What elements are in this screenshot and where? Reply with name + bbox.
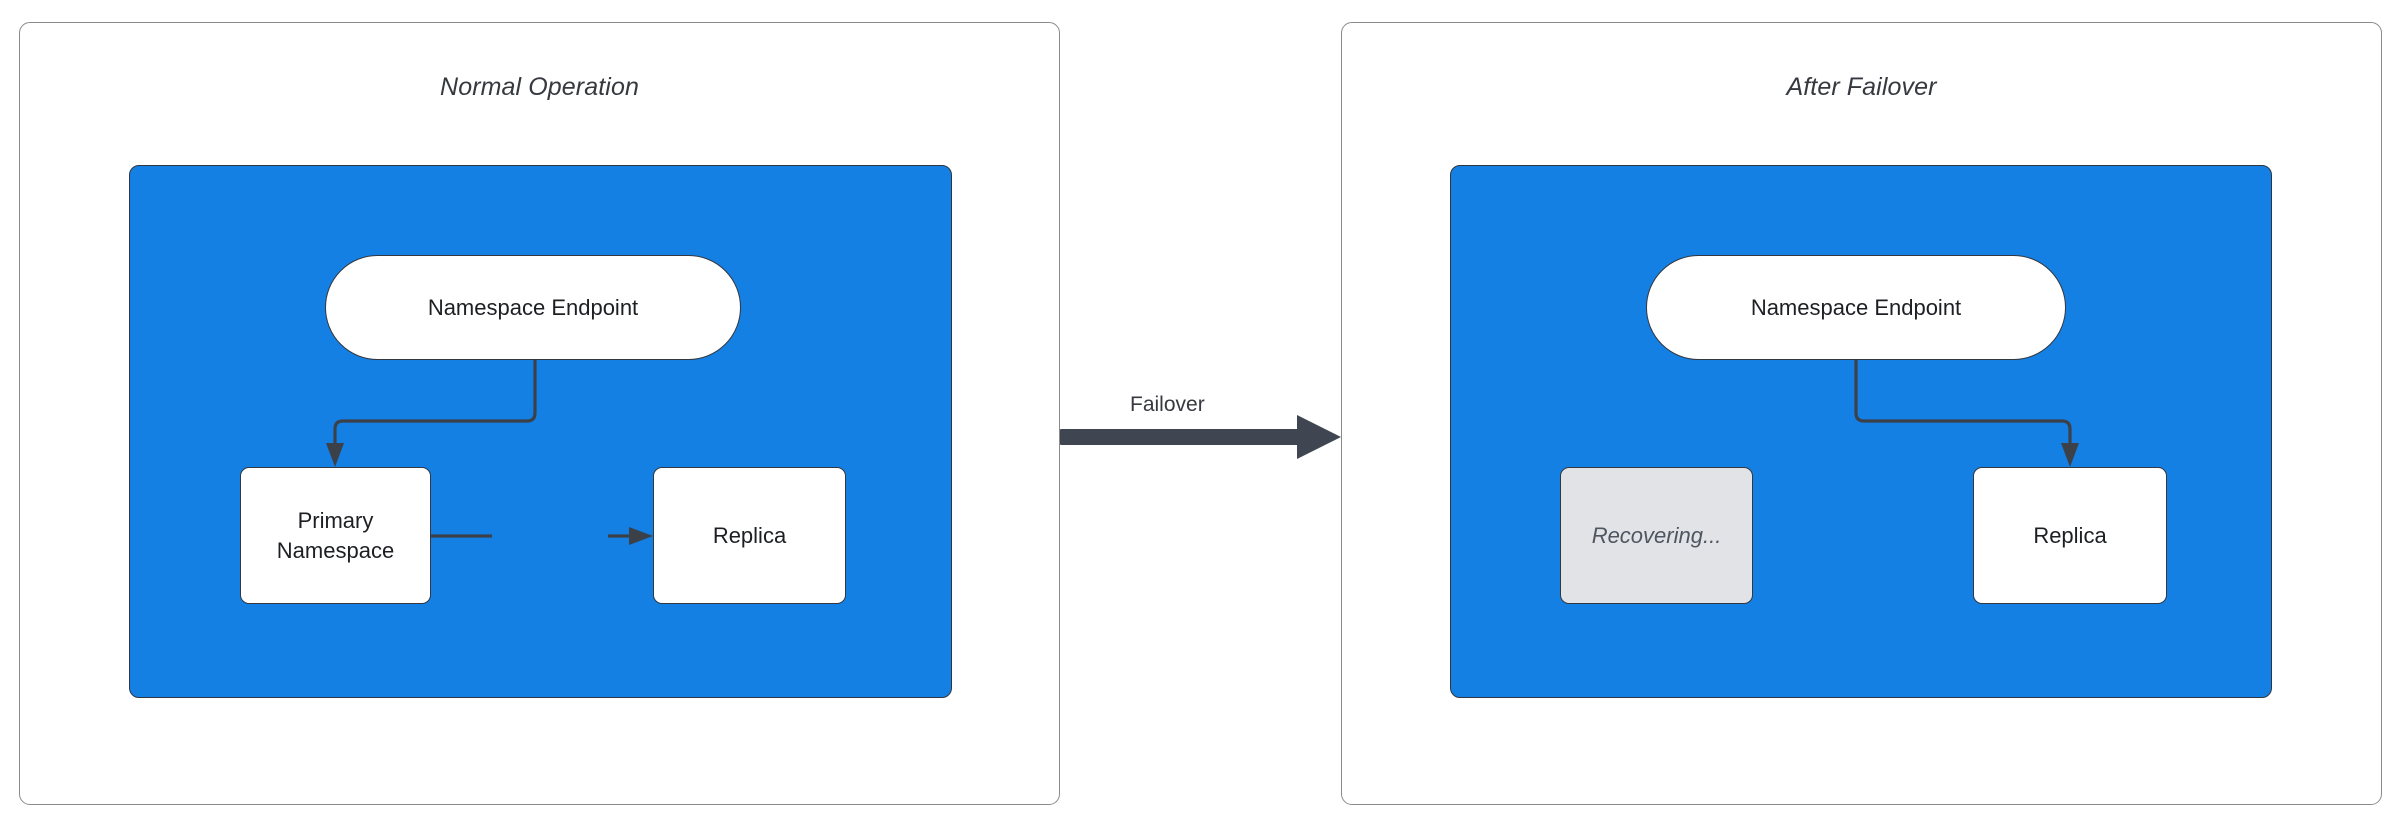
group-container-normal-operation — [129, 165, 952, 698]
failover-arrow-shaft — [1060, 429, 1315, 445]
node-replica-normal[interactable]: Replica — [653, 467, 846, 604]
node-primary-namespace[interactable]: Primary Namespace — [240, 467, 431, 604]
panel-title-after-failover: After Failover — [1786, 73, 1937, 101]
node-namespace-endpoint-normal[interactable]: Namespace Endpoint — [325, 255, 741, 360]
edge-label-data-replication: Data Replication — [492, 337, 641, 358]
edge-label-failover: Failover — [1130, 393, 1205, 416]
panel-title-normal-operation: Normal Operation — [440, 73, 639, 101]
failover-arrow-head — [1297, 415, 1341, 459]
failover-transition-arrow — [1060, 415, 1341, 459]
node-recovering[interactable]: Recovering... — [1560, 467, 1753, 604]
node-replica-failover[interactable]: Replica — [1973, 467, 2167, 604]
node-namespace-endpoint-failover[interactable]: Namespace Endpoint — [1646, 255, 2066, 360]
group-container-after-failover — [1450, 165, 2272, 698]
